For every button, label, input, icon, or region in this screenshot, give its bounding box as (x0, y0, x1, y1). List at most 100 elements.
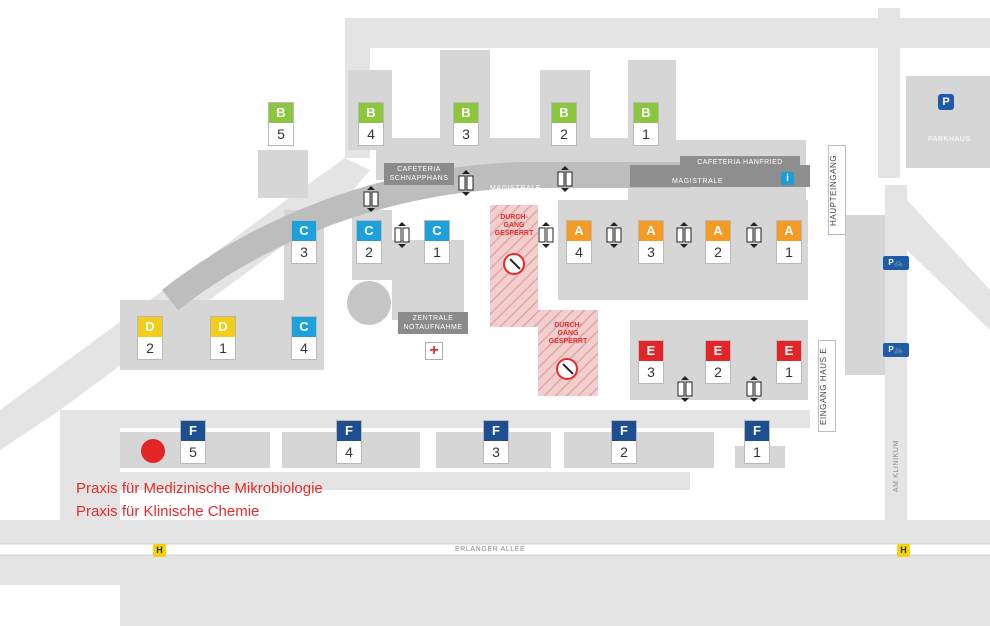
elevator-icon (458, 170, 474, 196)
badge-number: 1 (634, 123, 658, 145)
badge-letter: E (706, 341, 730, 361)
bike-parking-icon[interactable]: P🚲 (883, 343, 909, 357)
badge-number: 1 (745, 441, 769, 463)
magistrale-left-label: MAGISTRALE (490, 185, 542, 192)
magistrale-right-label: MAGISTRALE (672, 178, 724, 185)
elevator-icon (606, 222, 622, 248)
badge-letter: A (639, 221, 663, 241)
blocked-area-lower (538, 310, 598, 396)
badge-number: 2 (138, 337, 162, 359)
badge-number: 5 (181, 441, 205, 463)
badge-letter: C (292, 221, 316, 241)
elevator-icon (746, 222, 762, 248)
badge-letter: B (359, 103, 383, 123)
badge-letter: F (612, 421, 636, 441)
badge-letter: F (181, 421, 205, 441)
erlanger-allee-label: ERLANGER ALLEE (455, 546, 526, 553)
badge-letter: C (292, 317, 316, 337)
elevator-icon (676, 222, 692, 248)
badge-number: 2 (706, 241, 730, 263)
badge-letter: A (706, 221, 730, 241)
badge-letter: D (211, 317, 235, 337)
badge-letter: D (138, 317, 162, 337)
parking-icon[interactable]: P (938, 94, 954, 110)
badge-number: 2 (612, 441, 636, 463)
badge-number: 5 (269, 123, 293, 145)
road-network (0, 8, 990, 626)
badge-letter: F (484, 421, 508, 441)
badge-letter: E (777, 341, 801, 361)
badge-number: 1 (777, 361, 801, 383)
blocked-passage-label: DURCH- GANG GESPERRT (548, 322, 588, 345)
badge-letter: C (357, 221, 381, 241)
badge-number: 3 (454, 123, 478, 145)
haupteingang-label: HAUPTEINGANG (828, 145, 846, 235)
badge-letter: B (454, 103, 478, 123)
legend-line-mikrobiologie: Praxis für Medizinische Mikrobiologie (76, 480, 323, 497)
badge-letter: B (269, 103, 293, 123)
badge-number: 4 (337, 441, 361, 463)
eingang-haus-e-label: EINGANG HAUS E (818, 340, 836, 432)
elevator-icon (677, 376, 693, 402)
elevator-icon (538, 222, 554, 248)
badge-letter: B (552, 103, 576, 123)
badge-letter: C (425, 221, 449, 241)
cafeteria-schnapphans-label: CAFETERIA SCHNAPPHANS (384, 163, 454, 185)
no-pedestrian-icon (503, 253, 525, 275)
no-pedestrian-icon (556, 358, 578, 380)
badge-letter: A (777, 221, 801, 241)
badge-number: 4 (292, 337, 316, 359)
badge-number: 3 (639, 241, 663, 263)
bike-parking-icon[interactable]: P🚲 (883, 256, 909, 270)
info-icon[interactable]: i (781, 172, 794, 185)
am-klinikum-label: AM KLINIKUM (893, 440, 900, 493)
bus-stop-icon[interactable]: H (897, 544, 910, 557)
badge-number: 1 (425, 241, 449, 263)
badge-number: 2 (357, 241, 381, 263)
badge-letter: B (634, 103, 658, 123)
badge-letter: F (745, 421, 769, 441)
badge-number: 1 (211, 337, 235, 359)
badge-letter: F (337, 421, 361, 441)
magistrale-right-section (630, 165, 810, 187)
badge-number: 3 (292, 241, 316, 263)
badge-number: 4 (567, 241, 591, 263)
cafeteria-hanfried-label: CAFETERIA HANFRIED (680, 156, 800, 169)
location-marker (141, 439, 165, 463)
magistrale-walkway (162, 162, 690, 311)
elevator-icon (746, 376, 762, 402)
emergency-cross-icon: + (425, 342, 443, 360)
badge-number: 2 (552, 123, 576, 145)
elevator-icon (394, 222, 410, 248)
legend-line-klinische-chemie: Praxis für Klinische Chemie (76, 503, 260, 520)
bus-stop-icon[interactable]: H (153, 544, 166, 557)
badge-number: 3 (484, 441, 508, 463)
badge-letter: E (639, 341, 663, 361)
badge-number: 2 (706, 361, 730, 383)
round-building (347, 281, 391, 325)
